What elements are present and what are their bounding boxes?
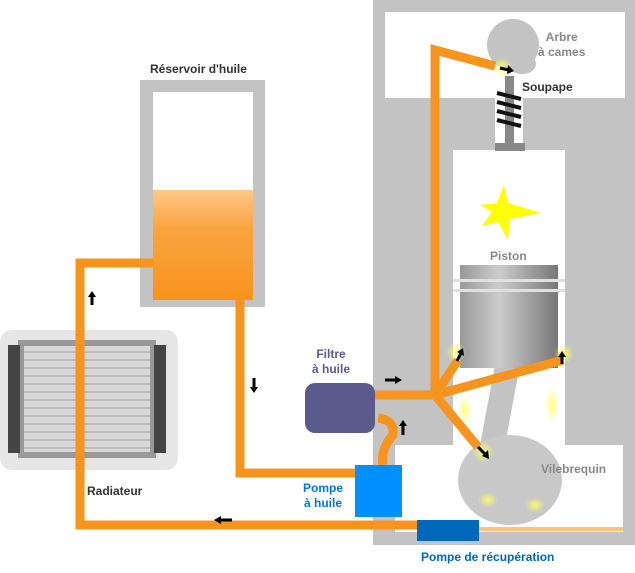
reservoir-label: Réservoir d'huile	[150, 62, 247, 76]
oil-reservoir	[140, 80, 265, 307]
valve	[495, 76, 525, 151]
valve-spring	[496, 91, 522, 128]
arrow-up-icon	[88, 291, 96, 305]
camshaft-label-line2: à cames	[538, 45, 586, 59]
arrow-right-icon	[385, 376, 402, 384]
oil-pump-label-line1: Pompe	[303, 481, 344, 495]
radiator-label: Radiateur	[87, 484, 143, 498]
explosion-icon	[480, 185, 541, 240]
scavenge-pump	[417, 520, 479, 541]
filter-label-line2: à huile	[312, 362, 351, 376]
reservoir-oil-level	[153, 190, 253, 300]
crankshaft-label: Vilebrequin	[541, 462, 607, 476]
arrow-down-right-icon	[476, 445, 489, 459]
piston-label: Piston	[490, 249, 527, 263]
camshaft-label-line1: Arbre	[545, 30, 578, 44]
scavenge-pump-label: Pompe de récupération	[421, 550, 555, 564]
oil-pump	[355, 465, 402, 517]
filter-label: Filtre à huile	[312, 347, 350, 377]
arrow-right-icon	[499, 65, 514, 74]
arrow-down-icon	[250, 378, 258, 393]
piston	[453, 265, 565, 368]
connecting-rod	[480, 365, 520, 445]
oil-pump-label-line2: à huile	[304, 496, 343, 510]
camshaft-label: Arbre à cames	[538, 30, 585, 60]
oil-pump-label: Pompe à huile	[303, 481, 343, 511]
valve-label: Soupape	[522, 80, 573, 94]
radiator	[0, 330, 178, 470]
oil-spray-glows	[446, 57, 574, 513]
arrow-left-icon	[214, 516, 232, 524]
arrow-up-icon	[399, 420, 407, 435]
oil-pipes	[75, 44, 565, 530]
filter-label-line1: Filtre	[316, 347, 346, 361]
oil-filter	[305, 383, 375, 433]
arrow-up-icon	[455, 348, 464, 362]
flow-arrows	[88, 65, 566, 524]
arrow-up-icon	[558, 351, 566, 364]
